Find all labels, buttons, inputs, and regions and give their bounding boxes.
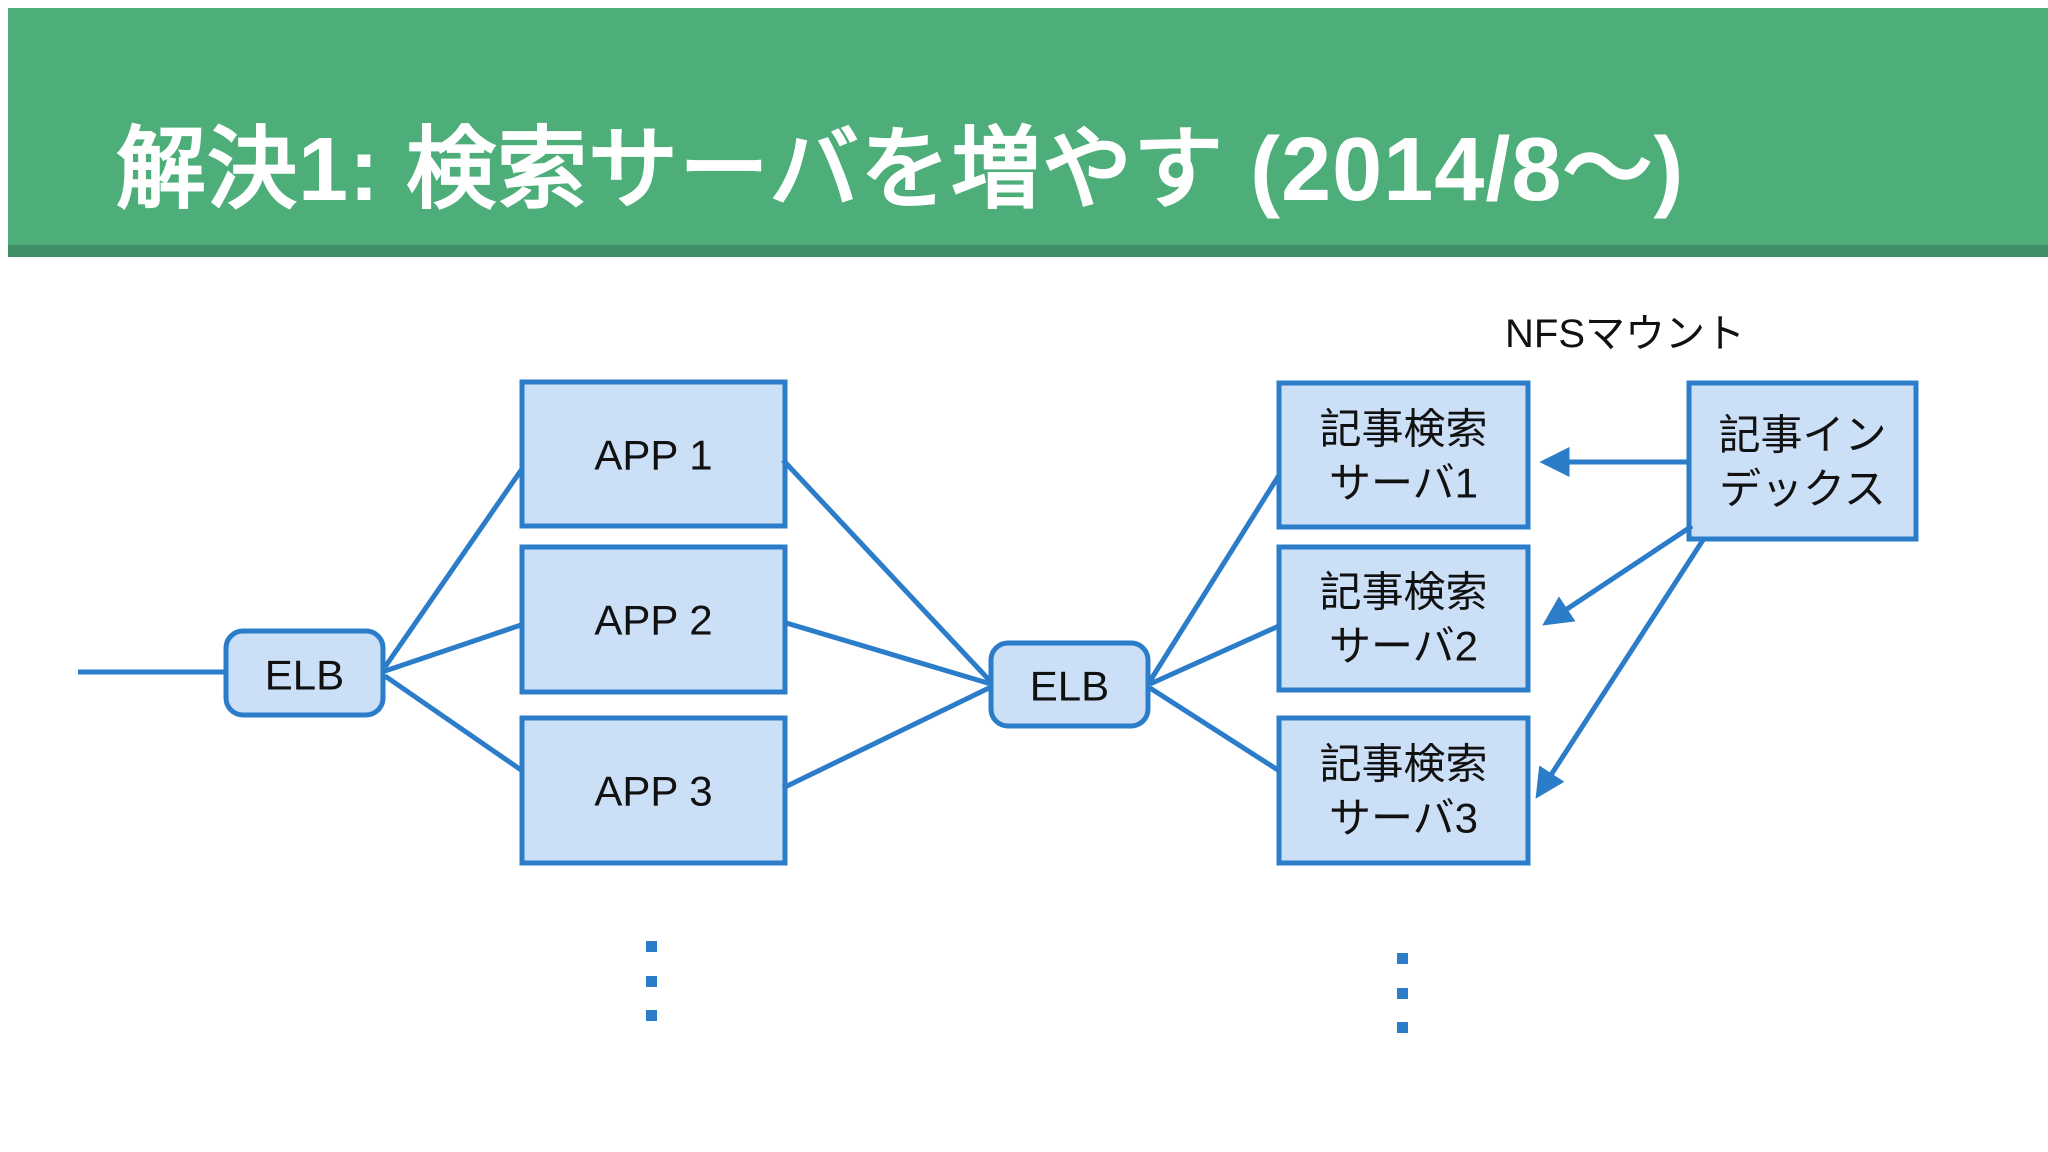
article-index-label-line2: デックス	[1719, 466, 1886, 513]
search-column-ellipsis-dots	[1397, 953, 1408, 1033]
nfs-mount-label: NFSマウント	[1505, 312, 1745, 356]
app1-box	[519, 379, 788, 529]
article-index-label-line1: 記事イン	[1718, 412, 1886, 459]
edge-app1-to-elb-right	[781, 458, 993, 684]
node-elb-left: ELB	[223, 628, 386, 718]
edge-elb-left-to-app2	[384, 621, 525, 674]
ellipsis-dot	[646, 1010, 657, 1021]
edge-elb-right-to-search3	[1148, 685, 1283, 775]
search-server1-label-line2: サーバ1	[1329, 460, 1478, 507]
ellipsis-dot	[1397, 988, 1408, 999]
search-server3-label-line1: 記事検索	[1319, 741, 1487, 788]
app3-label: APP 3	[594, 768, 712, 815]
app-column-ellipsis-dots	[646, 941, 657, 1021]
app3-box	[519, 715, 788, 866]
article-index-box	[1686, 380, 1919, 542]
app2-box	[519, 544, 788, 695]
ellipsis-dot	[1397, 1022, 1408, 1033]
node-app2: APP 2	[519, 544, 788, 695]
elb-left-box	[223, 628, 386, 718]
elb-right-box	[988, 640, 1151, 729]
ellipsis-dot	[646, 941, 657, 952]
search-server3-box	[1276, 715, 1531, 866]
ellipsis-dot	[1397, 953, 1408, 964]
search-server2-label-line1: 記事検索	[1319, 569, 1487, 616]
app2-label: APP 2	[594, 597, 712, 644]
elb-right-label: ELB	[1030, 663, 1109, 710]
node-search-server1: 記事検索 サーバ1	[1276, 380, 1531, 530]
app1-label: APP 1	[594, 432, 712, 479]
edge-elb-left-to-app3	[383, 673, 526, 775]
edge-elb-right-to-search2	[1148, 622, 1283, 687]
ellipsis-dot	[646, 976, 657, 987]
node-app3: APP 3	[519, 715, 788, 866]
node-search-server3: 記事検索 サーバ3	[1276, 715, 1531, 866]
edge-elb-left-to-app1	[382, 464, 527, 669]
edge-app2-to-elb-right	[782, 619, 992, 687]
search-server2-box	[1276, 544, 1531, 693]
node-article-index: 記事イン デックス	[1686, 380, 1919, 542]
header-strip	[8, 245, 2048, 257]
header-bar	[8, 8, 2048, 245]
search-server3-label-line2: サーバ3	[1329, 795, 1478, 842]
node-app1: APP 1	[519, 379, 788, 529]
node-elb-right: ELB	[988, 640, 1151, 729]
elb-left-label: ELB	[265, 652, 344, 699]
arrow-index-to-search2	[1542, 523, 1694, 626]
slide-title: 解決1: 検索サーバを増やす (2014/8〜)	[116, 120, 1685, 220]
search-server2-label-line2: サーバ2	[1329, 623, 1478, 670]
search-server1-label-line1: 記事検索	[1319, 406, 1487, 453]
edge-elb-right-to-search1	[1147, 470, 1284, 683]
arrow-index-to-search3	[1535, 538, 1706, 799]
edge-app3-to-elb-right	[781, 684, 993, 791]
search-server1-box	[1276, 380, 1531, 530]
node-search-server2: 記事検索 サーバ2	[1276, 544, 1531, 693]
